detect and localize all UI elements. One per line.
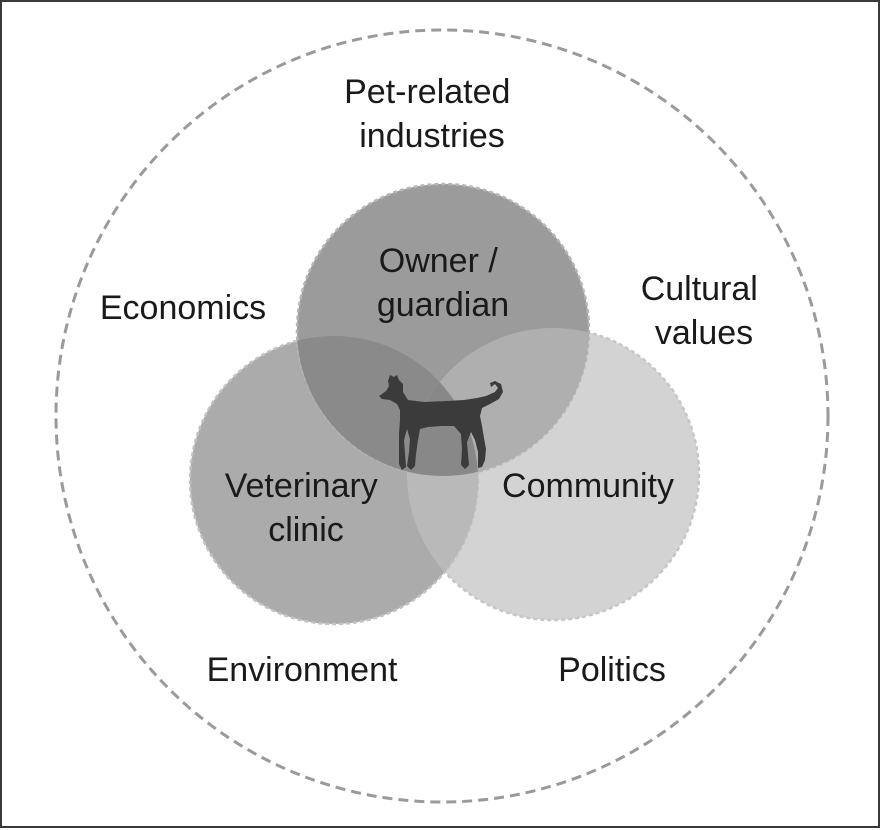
label-environment: Environment	[207, 651, 398, 689]
label-owner-guardian: Owner / guardian	[377, 242, 509, 324]
label-economics: Economics	[100, 289, 266, 327]
label-veterinary-clinic: Veterinary clinic	[225, 467, 388, 549]
label-politics: Politics	[558, 651, 666, 689]
label-cultural-values: Cultural values	[641, 270, 768, 352]
context-circle	[54, 28, 830, 804]
label-pet-related-industries: Pet-related industries	[344, 73, 520, 155]
label-community: Community	[502, 467, 674, 505]
dog-icon	[379, 375, 503, 470]
